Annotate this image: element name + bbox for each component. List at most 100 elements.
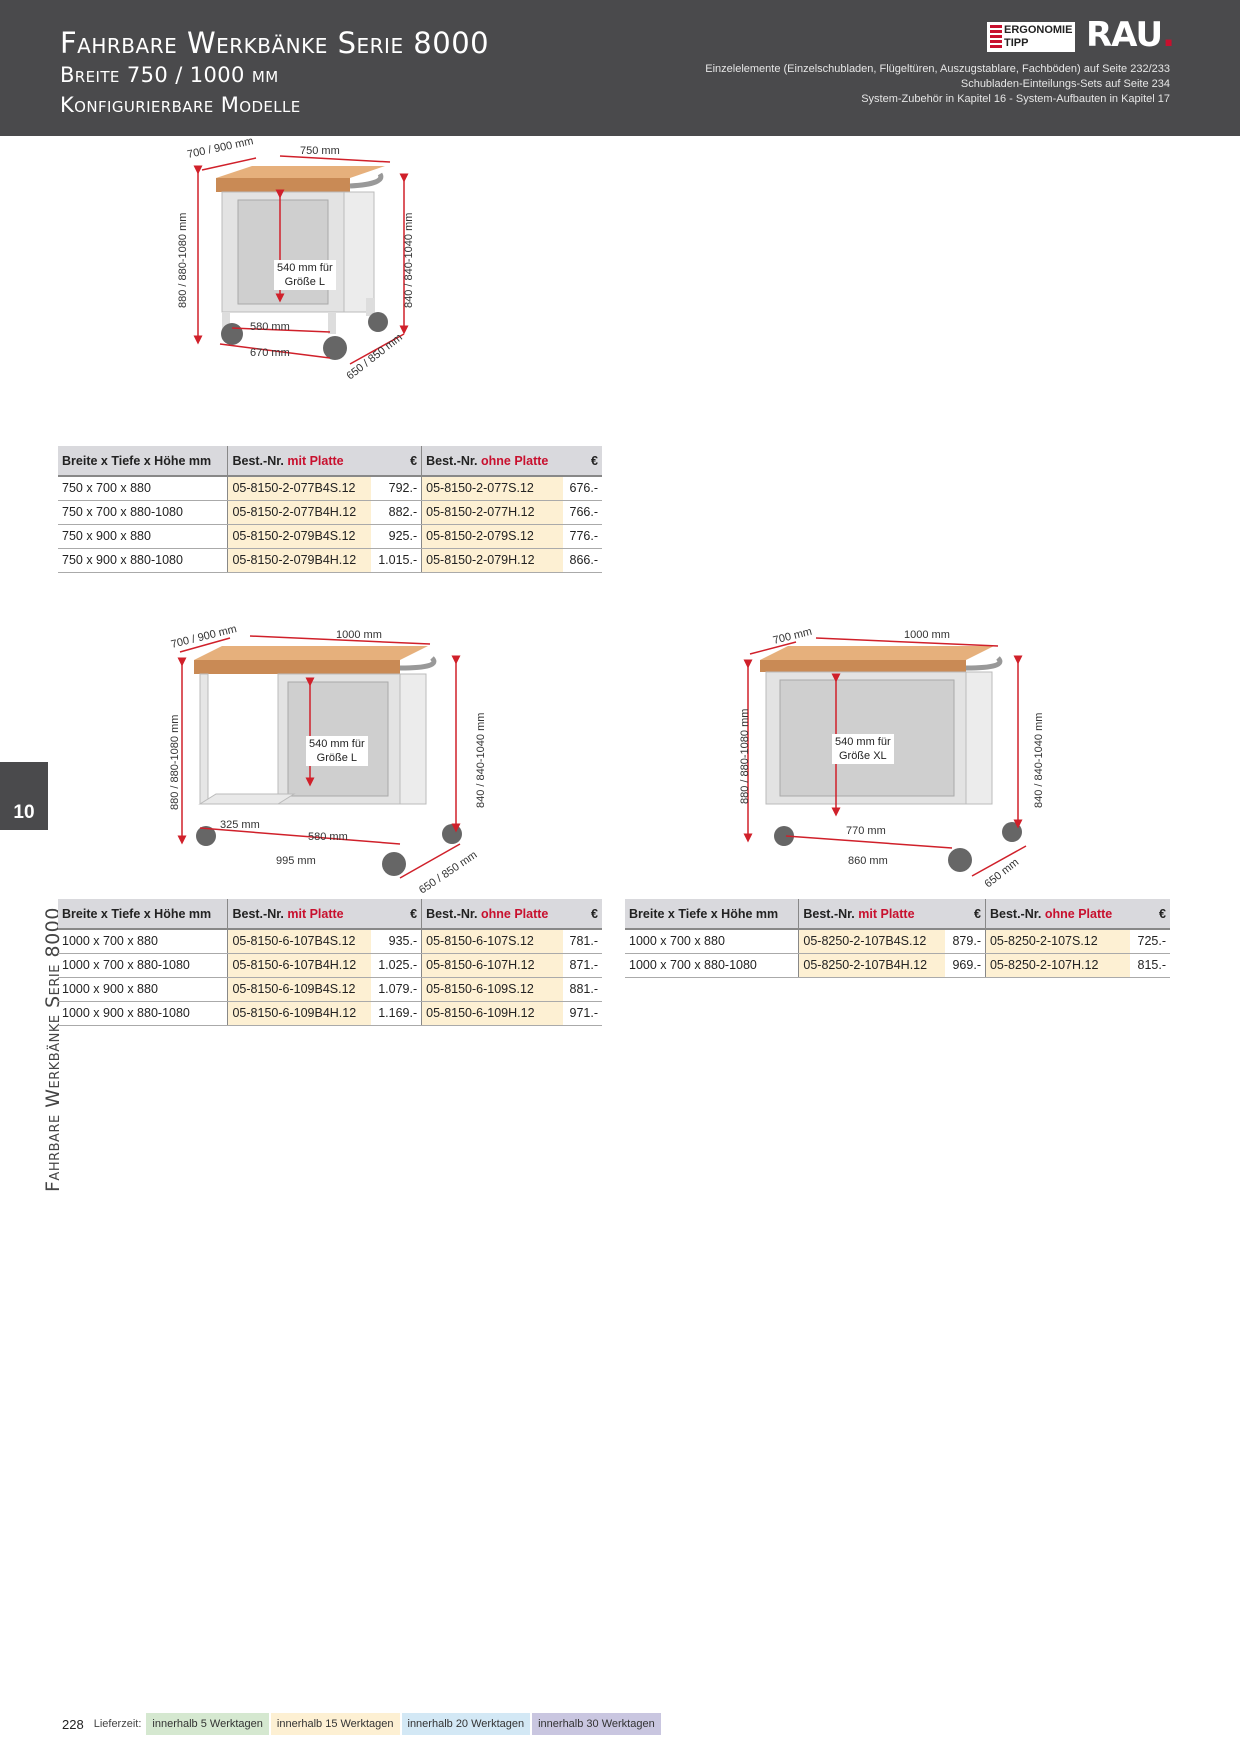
header-references: Einzelelemente (Einzelschubladen, Flügel… [705, 62, 1170, 107]
col-euro-ohne: € [562, 899, 602, 930]
dim-depth: 700 mm [772, 626, 813, 647]
cell-nr-mit: 05-8150-2-079B4H.12 [227, 548, 371, 573]
cell-nr-mit: 05-8150-6-107B4H.12 [227, 953, 371, 978]
mit-platte-label: mit Platte [858, 906, 915, 921]
cell-dims: 1000 x 700 x 880-1080 [625, 953, 799, 978]
page-footer: 228 Lieferzeit: innerhalb 5 Werktagen in… [62, 1713, 663, 1735]
cell-price-mit: 925.- [370, 524, 422, 549]
col-euro-mit: € [370, 899, 422, 930]
cell-nr-mit: 05-8250-2-107B4S.12 [798, 929, 945, 954]
price-table-1000-xl: Breite x Tiefe x Höhe mm Best.-Nr. mit P… [625, 899, 1170, 978]
delivery-chip-15: innerhalb 15 Werktagen [270, 1713, 400, 1735]
cell-price-mit: 1.025.- [370, 953, 422, 978]
price-table-1000: Breite x Tiefe x Höhe mm Best.-Nr. mit P… [58, 899, 602, 1026]
cell-price-mit: 1.015.- [370, 548, 422, 573]
dim-depth-bottom: 650 / 850 mm [344, 331, 404, 382]
col-euro-ohne: € [1129, 899, 1170, 930]
cell-price-mit: 935.- [370, 929, 422, 954]
col-euro-mit: € [944, 899, 986, 930]
cell-price-mit: 1.079.- [370, 977, 422, 1002]
title-block: Fahrbare Werkbänke Serie 8000 Breite 750… [60, 26, 489, 120]
dim-base: 670 mm [250, 347, 290, 359]
cell-dims: 750 x 900 x 880 [58, 524, 228, 549]
dim-depth-bottom: 650 / 850 mm [417, 849, 479, 897]
table-row: 1000 x 700 x 880 05-8250-2-107B4S.12 879… [625, 929, 1170, 954]
ergo-text-2: TIPP [1004, 37, 1029, 49]
cell-nr-ohne: 05-8150-6-109H.12 [421, 1001, 563, 1026]
dim-inner: 580 mm [250, 321, 290, 333]
table-row: 1000 x 900 x 880 05-8150-6-109B4S.12 1.0… [58, 977, 602, 1002]
brand-name: RAU [1086, 15, 1163, 55]
page-subtitle-width: Breite 750 / 1000 mm [60, 63, 279, 87]
cell-price-ohne: 776.- [562, 524, 602, 549]
cell-dims: 750 x 700 x 880-1080 [58, 500, 228, 525]
cell-price-ohne: 725.- [1129, 929, 1170, 954]
cell-nr-mit: 05-8150-6-109B4H.12 [227, 1001, 371, 1026]
cell-dims: 1000 x 700 x 880 [625, 929, 799, 954]
cell-nr-mit: 05-8150-2-077B4S.12 [227, 476, 371, 501]
cell-nr-mit: 05-8150-6-109B4S.12 [227, 977, 371, 1002]
callout-line-1: 540 mm für [277, 262, 333, 274]
dim-inner: 770 mm [846, 825, 886, 837]
cell-dims: 750 x 900 x 880-1080 [58, 548, 228, 573]
dim-width: 1000 mm [904, 629, 950, 641]
cell-price-ohne: 866.- [562, 548, 602, 573]
table-row: 750 x 700 x 880 05-8150-2-077B4S.12 792.… [58, 476, 602, 501]
cell-dims: 750 x 700 x 880 [58, 476, 228, 501]
cell-price-ohne: 766.- [562, 500, 602, 525]
dim-height-left: 880 / 880-1080 mm [169, 715, 181, 810]
cell-nr-ohne: 05-8150-2-077H.12 [421, 500, 563, 525]
cell-price-mit: 1.169.- [370, 1001, 422, 1026]
callout-line-1: 540 mm für [309, 738, 365, 750]
cell-dims: 1000 x 700 x 880-1080 [58, 953, 228, 978]
table-header-row: Breite x Tiefe x Höhe mm Best.-Nr. mit P… [58, 446, 602, 477]
cell-nr-ohne: 05-8150-2-079S.12 [421, 524, 563, 549]
cell-nr-ohne: 05-8150-6-107S.12 [421, 929, 563, 954]
cell-nr-mit: 05-8250-2-107B4H.12 [798, 953, 945, 978]
callout-line-2: Größe L [284, 276, 325, 288]
cell-dims: 1000 x 900 x 880-1080 [58, 1001, 228, 1026]
delivery-label: Lieferzeit: [93, 1718, 142, 1730]
table-row: 1000 x 900 x 880-1080 05-8150-6-109B4H.1… [58, 1001, 602, 1026]
cell-price-ohne: 781.- [562, 929, 602, 954]
ohne-platte-label: ohne Platte [481, 453, 549, 468]
ohne-platte-label: ohne Platte [1044, 906, 1113, 921]
dim-width: 1000 mm [336, 629, 382, 641]
size-callout: 540 mm für Größe L [274, 260, 336, 290]
ref-line: Schubladen-Einteilungs-Sets auf Seite 23… [960, 78, 1170, 90]
cell-nr-ohne: 05-8150-6-107H.12 [421, 953, 563, 978]
best-label: Best.-Nr. [803, 906, 855, 921]
workbench-drawing: 700 / 900 mm 750 mm 880 / 880-1080 mm 84… [177, 135, 415, 382]
ladder-icon [990, 25, 1002, 49]
col-best-ohne: Best.-Nr. ohne Platte [984, 899, 1130, 930]
col-dims: Breite x Tiefe x Höhe mm [58, 899, 228, 930]
col-euro-ohne: € [562, 446, 602, 477]
cell-dims: 1000 x 900 x 880 [58, 977, 228, 1002]
best-label: Best.-Nr. [989, 906, 1042, 921]
workbench-diagram-1000-open: 700 / 900 mm 1000 mm 880 / 880-1080 mm 8… [160, 618, 500, 900]
page-title: Fahrbare Werkbänke Serie 8000 [60, 26, 490, 60]
callout-line-2: Größe XL [838, 750, 887, 762]
dim-height-left: 880 / 880-1080 mm [177, 213, 189, 308]
cell-price-mit: 882.- [370, 500, 422, 525]
cell-price-ohne: 815.- [1129, 953, 1170, 978]
cell-nr-ohne: 05-8150-2-079H.12 [421, 548, 563, 573]
delivery-chip-30: innerhalb 30 Werktagen [532, 1713, 661, 1735]
workbench-drawing: 700 mm 1000 mm 880 / 880-1080 mm 840 / 8… [739, 626, 1045, 891]
dim-height-right: 840 / 840-1040 mm [403, 213, 415, 308]
brand-dot: . [1162, 15, 1175, 55]
mit-platte-label: mit Platte [287, 906, 344, 921]
dim-base: 860 mm [848, 855, 888, 867]
col-best-ohne: Best.-Nr. ohne Platte [421, 899, 563, 930]
cell-nr-mit: 05-8150-6-107B4S.12 [227, 929, 371, 954]
cell-price-ohne: 971.- [562, 1001, 602, 1026]
delivery-chip-5: innerhalb 5 Werktagen [146, 1713, 269, 1735]
dim-height-right: 840 / 840-1040 mm [1033, 713, 1045, 808]
callout-line-2: Größe L [316, 752, 357, 764]
table-row: 1000 x 700 x 880-1080 05-8150-6-107B4H.1… [58, 953, 602, 978]
ref-line: Einzelelemente (Einzelschubladen, Flügel… [705, 63, 1170, 75]
col-best-ohne: Best.-Nr. ohne Platte [421, 446, 563, 477]
cell-price-mit: 792.- [370, 476, 422, 501]
ref-line: System-Zubehör in Kapitel 16 - System-Au… [861, 93, 1170, 105]
col-best-mit: Best.-Nr. mit Platte [798, 899, 945, 930]
